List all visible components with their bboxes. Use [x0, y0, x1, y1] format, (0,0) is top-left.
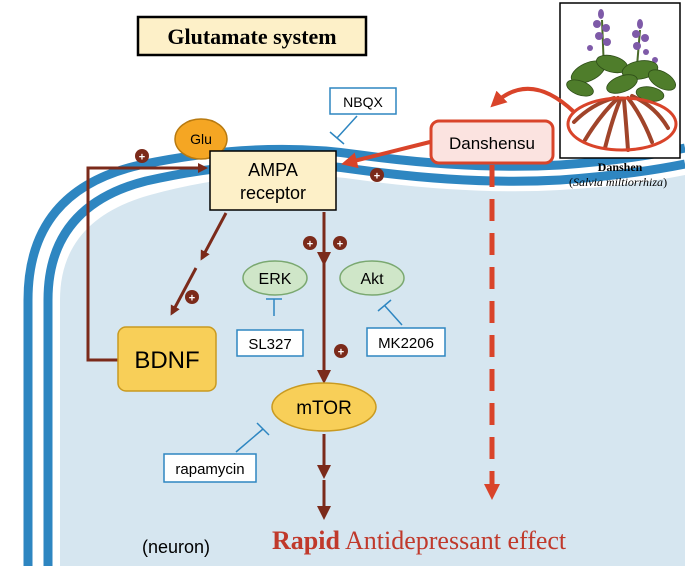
akt-label: Akt [360, 271, 384, 288]
plus-erk: + [303, 236, 317, 251]
erk-label: ERK [259, 271, 292, 288]
nbqx-box [329, 87, 397, 115]
plant-latin-name: (Salvia miltiorrhiza) [569, 175, 667, 189]
plus-mtor: + [334, 344, 348, 359]
svg-text:+: + [337, 239, 343, 251]
rapamycin-label: rapamycin [175, 461, 244, 478]
svg-text:+: + [139, 152, 145, 164]
svg-text:+: + [374, 171, 380, 183]
mk2206-box [366, 327, 446, 357]
glu-label: Glu [190, 131, 212, 147]
danshen-plant-illustration [559, 2, 681, 159]
svg-text:+: + [307, 239, 313, 251]
ampa-label-line1: AMPA [248, 160, 298, 180]
danshensu-label: Danshensu [449, 134, 535, 153]
rapamycin-box [163, 453, 257, 483]
diagram-title: Glutamate system [167, 24, 336, 49]
plus-akt: + [333, 236, 347, 251]
mtor-node [271, 382, 377, 432]
nbqx-label: NBQX [343, 94, 383, 110]
title-box [136, 15, 368, 57]
plant-to-danshensu-arrow [490, 86, 576, 114]
bdnf-feedback-arrow [86, 163, 208, 362]
sl327-inhibition-line [266, 298, 282, 316]
erk-node [242, 260, 308, 296]
neuron-label: (neuron) [142, 537, 210, 557]
mk2206-inhibition-line [377, 299, 403, 326]
effect-label: Rapid Antidepressant effect [272, 526, 567, 555]
svg-text:+: + [189, 293, 195, 305]
danshensu-box [429, 119, 555, 165]
rapamycin-inhibition-line [235, 422, 270, 453]
nbqx-inhibition-line [329, 115, 358, 145]
svg-text:+: + [338, 347, 344, 359]
mtor-label: mTOR [296, 398, 352, 419]
plant-name: Danshen [598, 160, 643, 174]
bdnf-box [117, 326, 217, 392]
ampa-label-line2: receptor [240, 183, 306, 203]
glu-node [174, 118, 228, 160]
ampa-to-bdnf-arrow-upper [200, 212, 228, 261]
ampa-to-bdnf-arrow-lower [170, 267, 198, 316]
mk2206-label: MK2206 [378, 335, 434, 352]
danshensu-to-ampa-arrow [341, 140, 431, 169]
sl327-box [236, 329, 304, 357]
ampa-receptor-box [209, 150, 337, 211]
plus-feedback: + [135, 149, 149, 164]
plus-danshensu: + [370, 168, 384, 183]
plus-bdnf: + [185, 290, 199, 305]
bdnf-label: BDNF [134, 347, 199, 374]
sl327-label: SL327 [248, 336, 291, 353]
akt-node [339, 260, 405, 296]
